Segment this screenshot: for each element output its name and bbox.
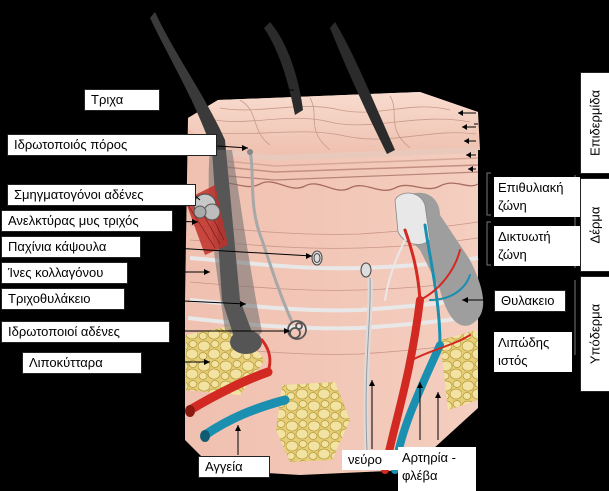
label-sebaceous-glands: Σμηγματογόνοι αδένες: [7, 184, 196, 206]
label-follicle-right: Θυλακειο: [494, 290, 566, 312]
sweat-duct: [248, 149, 294, 323]
label-epidermis-box: Επιδερμίδα: [580, 72, 609, 174]
label-nerve: νεύρο: [342, 450, 400, 470]
label-stratum-granulosum: " granulosum: [502, 135, 561, 146]
epidermis-surface: [188, 92, 480, 158]
label-artery-vein-line1: Αρτηρία -: [402, 450, 456, 465]
label-stratum-lucidum: " lucidum: [502, 121, 543, 132]
label-sweat-glands: Ιδρωτοποιοί αδένες: [1, 321, 170, 343]
hair-bulb: [230, 330, 262, 354]
label-hypodermis: Υπόδερμα: [587, 303, 603, 365]
label-stratum-basale: " basale: [502, 163, 538, 174]
pacinian-capsule: [311, 250, 323, 266]
artery-vein-left: [185, 338, 290, 440]
label-artery-vein: Αρτηρία - φλέβα: [398, 447, 476, 491]
label-reticular-line2: ζώνη: [498, 247, 527, 262]
label-hair-follicle: Τριχοθυλάκειο: [1, 288, 125, 310]
label-artery-vein-line2: φλέβα: [402, 468, 438, 483]
label-sweat-pore: Ιδρωτοποιός πόρος: [7, 134, 217, 156]
label-epidermis: Επιδερμίδα: [587, 89, 603, 157]
dermal-papillae: [214, 181, 479, 191]
label-pacinian-capsule: Παχίνια κάψουλα: [1, 236, 141, 258]
surface-creases: [209, 95, 477, 151]
label-papillary-line1: Επιθυλιακή: [498, 180, 564, 195]
fat-right: [440, 330, 478, 410]
label-papillary-line2: ζώνη: [498, 198, 527, 213]
label-collagen-fibers: Ίνες κολλαγόνου: [1, 262, 128, 284]
label-reticular-line1: Δικτυωτή: [498, 229, 551, 244]
label-hypodermis-box: Υπόδερμα: [580, 276, 609, 392]
label-vessels: Αγγεία: [198, 456, 270, 478]
label-fat-tissue: Λιπώδης ιστός: [494, 332, 572, 372]
label-dermis-box: Δέρμα: [580, 178, 609, 272]
label-fat-line2: ιστός: [498, 353, 528, 368]
label-hair: Τριχα: [84, 89, 160, 111]
leader-lines: [122, 99, 492, 455]
label-dermis: Δέρμα: [587, 206, 603, 244]
label-stratum-corneum: Stratum corneum: [498, 107, 575, 118]
label-adipocytes: Λιποκύτταρα: [22, 352, 142, 374]
label-fat-line1: Λιπώδης: [498, 335, 550, 350]
label-papillary-zone: Επιθυλιακή ζώνη: [494, 177, 580, 217]
hair-follicle-sheath: [208, 150, 262, 345]
label-stratum-spinosum: " spinosum: [502, 149, 552, 160]
label-reticular-zone: Δικτυωτή ζώνη: [494, 226, 580, 266]
label-arrector-pili: Ανελκτύρας μυς τριχός: [1, 210, 173, 232]
fat-bottom: [276, 382, 350, 462]
